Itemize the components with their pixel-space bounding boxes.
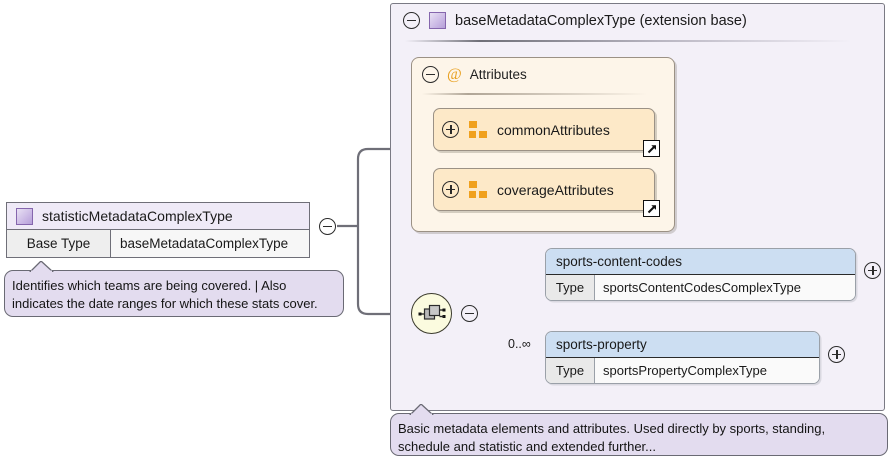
plus-circle-icon[interactable] (442, 181, 459, 198)
sequence-collapse-toggle[interactable] (461, 305, 478, 322)
attributes-divider (422, 93, 652, 95)
attribute-group-label: commonAttributes (497, 121, 610, 138)
attribute-group-icon (469, 181, 487, 198)
element-expand-toggle-sports-property[interactable] (828, 346, 845, 363)
element-sports-content-codes[interactable]: sports-content-codes Type sportsContentC… (545, 248, 856, 301)
attribute-group-coverage-attributes[interactable]: coverageAttributes (433, 168, 660, 217)
attribute-group-common-attributes[interactable]: commonAttributes (433, 108, 660, 157)
element-type-key: Type (546, 275, 595, 300)
plus-circle-icon (864, 262, 881, 279)
attributes-label: Attributes (469, 67, 527, 82)
base-type-value: baseMetadataComplexType (111, 230, 309, 257)
callout-tail (29, 261, 55, 272)
plus-circle-icon[interactable] (442, 121, 459, 138)
base-panel-annotation-text: Basic metadata elements and attributes. … (398, 421, 826, 454)
element-name-label: sports-content-codes (546, 249, 855, 275)
complextype-square-icon (429, 12, 446, 29)
sequence-node-icon[interactable] (411, 293, 452, 334)
source-type-collapse-toggle[interactable] (319, 218, 336, 235)
attributes-group-box[interactable]: @ Attributes commonAttributes c (411, 57, 675, 232)
element-expand-toggle-sports-content-codes[interactable] (864, 262, 881, 279)
element-name-label: sports-property (546, 332, 819, 358)
base-panel-title-row: baseMetadataComplexType (extension base) (403, 12, 747, 29)
attributes-header-row: @ Attributes (422, 66, 527, 83)
element-sports-property[interactable]: sports-property Type sportsPropertyCompl… (545, 331, 820, 384)
minus-circle-icon[interactable] (403, 12, 420, 29)
source-type-annotation: Identifies which teams are being covered… (4, 261, 344, 317)
base-type-row: Base Type baseMetadataComplexType (7, 230, 309, 257)
external-link-arrow-icon[interactable] (643, 140, 660, 157)
element-type-value: sportsContentCodesComplexType (595, 275, 855, 300)
element-type-row: Type sportsPropertyComplexType (546, 358, 819, 383)
base-panel-title: baseMetadataComplexType (extension base) (455, 12, 747, 29)
source-type-annotation-text: Identifies which teams are being covered… (12, 278, 318, 311)
attribute-group-icon (469, 121, 487, 138)
element-type-key: Type (546, 358, 595, 383)
type-box-header: statisticMetadataComplexType (7, 203, 309, 230)
element-type-value: sportsPropertyComplexType (595, 358, 819, 383)
callout-tail (409, 404, 435, 415)
element-type-row: Type sportsContentCodesComplexType (546, 275, 855, 300)
type-name-label: statisticMetadataComplexType (42, 208, 233, 224)
attribute-group-label: coverageAttributes (497, 181, 614, 198)
base-type-key: Base Type (7, 230, 111, 257)
minus-circle-icon (319, 218, 336, 235)
minus-circle-icon[interactable] (422, 66, 439, 83)
statistic-metadata-type-box[interactable]: statisticMetadataComplexType Base Type b… (6, 202, 310, 258)
complextype-square-icon (16, 207, 33, 225)
minus-circle-icon (461, 305, 478, 322)
panel-divider (405, 40, 870, 42)
plus-circle-icon (828, 346, 845, 363)
base-panel-annotation: Basic metadata elements and attributes. … (390, 404, 888, 456)
external-link-arrow-icon[interactable] (643, 200, 660, 217)
at-sign-icon: @ (447, 65, 462, 83)
occurrence-label-sports-property: 0..∞ (508, 337, 531, 351)
